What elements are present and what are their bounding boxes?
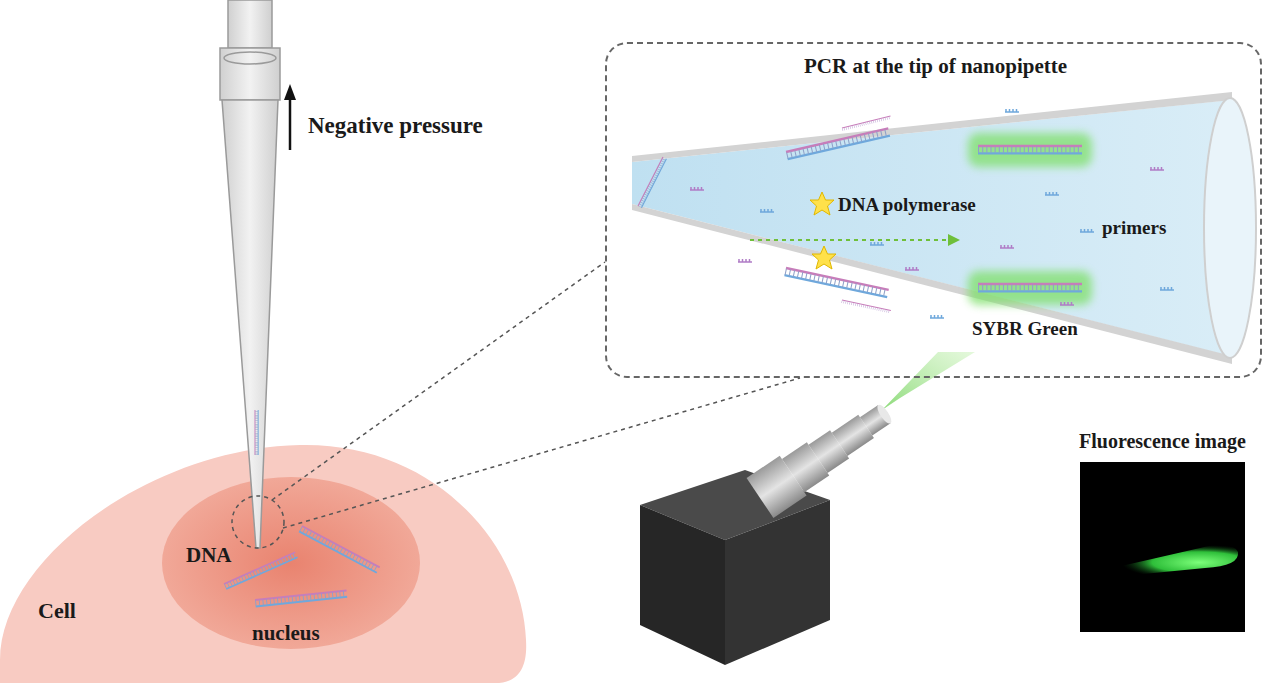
primer-label: primers	[1102, 217, 1166, 239]
enzyme-label: DNA polymerase	[838, 194, 976, 216]
sybr-amplicons	[968, 133, 1092, 305]
fluorescence-panel: Fluorescence image	[1070, 428, 1255, 638]
nanopipette	[220, 0, 280, 548]
pressure-label: Negative pressure	[308, 113, 483, 139]
zoom-callout-lines	[232, 262, 800, 548]
node-label: Fluorescence image	[1079, 430, 1246, 453]
polymerase-stars	[810, 192, 836, 269]
node-label: nucleus	[252, 621, 320, 645]
node-label: DNA	[186, 543, 232, 567]
primers-symbols	[690, 109, 1174, 318]
nuclear-dna	[224, 526, 380, 606]
cell-outline: Cell DNA nucleus	[0, 440, 530, 683]
camera	[640, 352, 975, 665]
amplification-arrow	[750, 234, 960, 246]
magnified-pipette	[632, 92, 1256, 364]
node-label: PCR at the tip of nanopipette	[804, 54, 1067, 78]
node-label: Cell	[38, 598, 76, 623]
nucleus-outline: DNA nucleus	[160, 475, 422, 655]
fluorescence-picture	[1080, 462, 1245, 632]
pressure-arrow	[284, 84, 296, 150]
dye-label: SYBR Green	[972, 318, 1078, 340]
